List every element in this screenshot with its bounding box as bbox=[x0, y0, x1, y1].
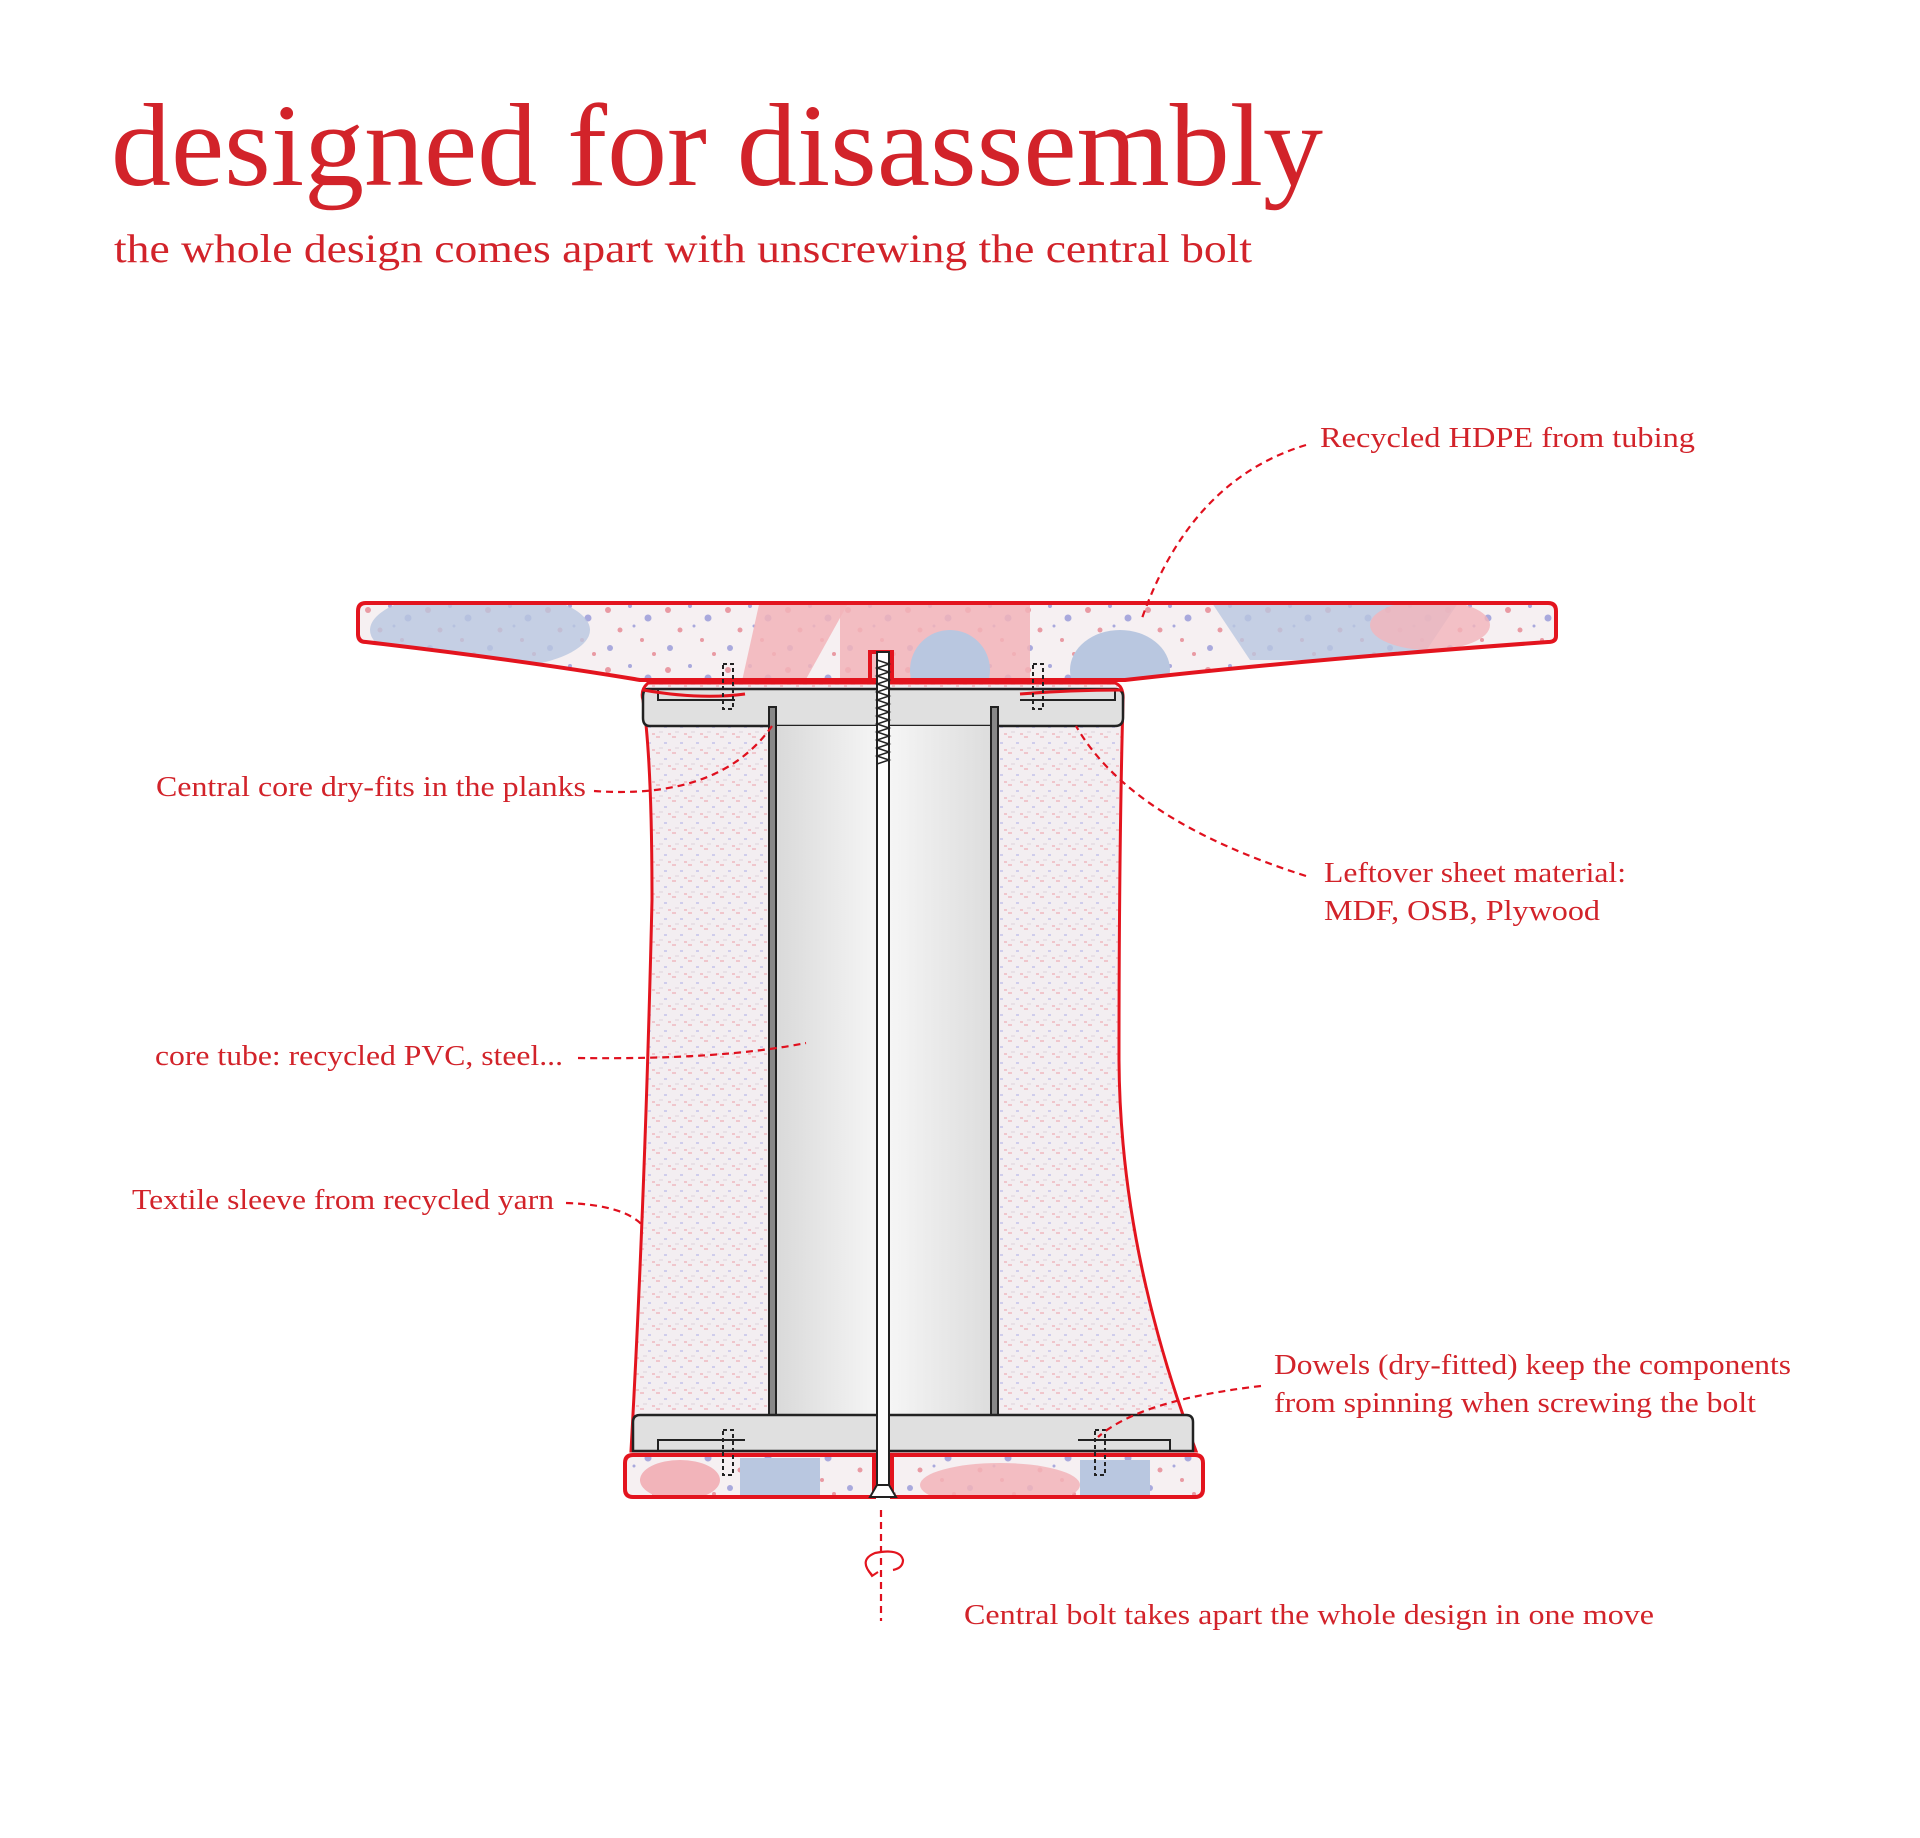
label-leftover-2: MDF, OSB, Plywood bbox=[1324, 895, 1601, 927]
label-hdpe: Recycled HDPE from tubing bbox=[1320, 422, 1695, 454]
page-title: designed for disassembly bbox=[111, 80, 1323, 211]
hdpe-top-plate bbox=[356, 601, 1558, 682]
leader-leftover bbox=[1075, 725, 1307, 878]
label-core-tube: core tube: recycled PVC, steel... bbox=[155, 1040, 563, 1072]
dowels bbox=[722, 663, 1106, 1476]
central-bolt bbox=[868, 650, 898, 1498]
label-central-core: Central core dry-fits in the planks bbox=[156, 771, 586, 803]
rotation-axis bbox=[864, 1510, 905, 1621]
leader-textile bbox=[565, 1201, 644, 1227]
label-textile: Textile sleeve from recycled yarn bbox=[132, 1184, 555, 1216]
label-dowels-2: from spinning when screwing the bolt bbox=[1274, 1387, 1756, 1419]
leader-central-core bbox=[593, 725, 773, 794]
label-leftover-1: Leftover sheet material: bbox=[1324, 857, 1626, 889]
rotate-arrow-icon bbox=[864, 1550, 905, 1576]
leader-dowels bbox=[1097, 1384, 1262, 1438]
base-plate bbox=[623, 1453, 1205, 1499]
bottom-plank bbox=[631, 1413, 1195, 1453]
label-dowels-1: Dowels (dry-fitted) keep the components bbox=[1274, 1349, 1791, 1381]
page-subtitle: the whole design comes apart with unscre… bbox=[114, 226, 1252, 271]
leader-hdpe bbox=[1139, 443, 1307, 622]
leader-core-tube bbox=[577, 1041, 807, 1060]
label-bolt: Central bolt takes apart the whole desig… bbox=[964, 1599, 1654, 1631]
